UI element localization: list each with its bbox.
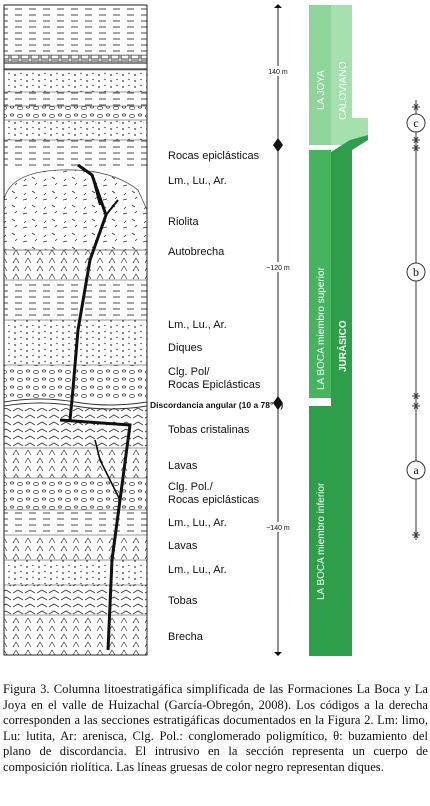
- unit-boca-superior: LA BOCA miembro superior: [316, 267, 327, 390]
- label-rocas-epiclasticas-3: Rocas epiclásticas: [168, 494, 260, 506]
- layer-dashes-4: [4, 280, 147, 320]
- unit-boca-inferior: LA BOCA miembro inferior: [316, 482, 327, 600]
- bar-caloviano: [331, 5, 368, 145]
- label-rocas-epiclasticas-2: Rocas Epiclásticas: [168, 379, 261, 391]
- label-autobrecha: Autobrecha: [168, 246, 225, 258]
- unit-jurasico: JURÁSICO: [336, 320, 349, 372]
- layer-dashes-top: [4, 5, 147, 55]
- layer-dots-1: [4, 70, 147, 92]
- unit-caloviano: CALOVIANO: [338, 61, 349, 120]
- label-tobas: Tobas: [168, 595, 198, 607]
- layer-dots-2: [4, 120, 147, 140]
- section-a-label: a: [413, 463, 419, 477]
- label-rocas-epiclasticas: Rocas epiclásticas: [168, 150, 260, 162]
- layer-pebbles-1: [4, 106, 147, 120]
- label-clg-pol-1: Clg. Pol/: [168, 366, 211, 378]
- label-lm-lu-ar-4: Lm., Lu., Ar.: [168, 564, 227, 576]
- label-diques: Diques: [168, 342, 203, 354]
- label-lavas-2: Lavas: [168, 540, 198, 552]
- section-codes: c b a: [406, 100, 426, 540]
- section-a-marker: [406, 460, 426, 480]
- layer-hatch: [4, 62, 147, 70]
- thickness-140m-bottom: ~140 m: [266, 525, 290, 532]
- stratigraphic-column-figure: Rocas epiclásticas Lm., Lu., Ar. Riolita…: [3, 4, 426, 656]
- label-lm-lu-ar-1: Lm., Lu., Ar.: [168, 175, 227, 187]
- bar-boca-superior: [309, 150, 331, 398]
- label-lavas-1: Lavas: [168, 460, 198, 472]
- layer-dashes-5: [4, 510, 147, 535]
- layer-tuffs: [4, 585, 147, 615]
- layer-crystal-tuffs: [4, 408, 147, 448]
- section-c-marker: [406, 113, 426, 133]
- thickness-120m: ~120 m: [266, 265, 290, 272]
- layer-boxes: [4, 55, 147, 62]
- layer-pebbles-3: [4, 478, 147, 510]
- bar-jurasico: [331, 135, 368, 656]
- figure-caption: Figura 3. Columna litoestratigáfica simp…: [3, 682, 428, 774]
- label-lm-lu-ar-2: Lm., Lu., Ar.: [168, 319, 227, 331]
- layer-dots-4: [4, 560, 147, 585]
- label-clg-pol-2: Clg. Pol./: [168, 481, 214, 493]
- rhyolite-intrusive-body: [3, 169, 148, 251]
- section-b-marker: [406, 262, 426, 282]
- label-riolita: Riolita: [168, 216, 199, 228]
- lithology-labels: Rocas epiclásticas Lm., Lu., Ar. Riolita…: [150, 150, 283, 643]
- formation-bars: LA JOYA CALOVIANO LA BOCA miembro superi…: [309, 5, 368, 656]
- thickness-140m-top: 140 m: [268, 69, 288, 76]
- dikes: [59, 163, 132, 651]
- layer-dashes-2: [4, 92, 147, 106]
- unit-la-joya: LA JOYA: [316, 70, 327, 110]
- layer-dashes-3: [4, 140, 147, 170]
- section-c-label: c: [413, 116, 418, 130]
- scale-diamond-1: [273, 138, 283, 152]
- section-b-label: b: [413, 265, 419, 279]
- lithologic-column: [3, 4, 148, 656]
- label-tobas-cristalinas: Tobas cristalinas: [168, 424, 250, 436]
- label-discordancia: Discordancia angular (10 a 78° θ): [150, 400, 283, 410]
- layer-breccia: [4, 615, 147, 655]
- scale-diamond-2: [273, 396, 283, 410]
- bar-la-joya: [309, 5, 331, 145]
- label-lm-lu-ar-3: Lm., Lu., Ar.: [168, 517, 227, 529]
- layer-lavas-2: [4, 535, 147, 560]
- layer-autobreccia: [4, 250, 147, 280]
- bar-boca-inferior: [309, 406, 331, 656]
- thickness-scale: 140 m ~120 m ~140 m: [260, 4, 296, 656]
- label-brecha: Brecha: [168, 631, 204, 643]
